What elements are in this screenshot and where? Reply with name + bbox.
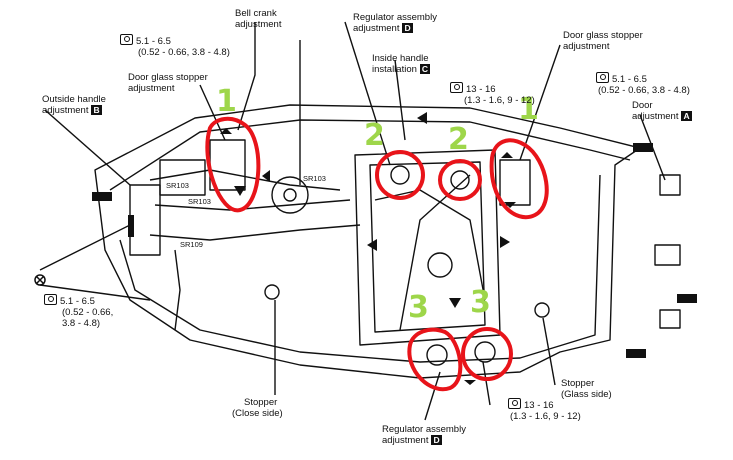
torque-wrench-icon [120, 34, 133, 45]
stopper-close-label: Stopper(Close side) [232, 397, 283, 419]
marker-2-right: 2 [448, 122, 469, 157]
callout-sr109: SR109 [180, 240, 203, 249]
marker-1-right: 1 [518, 92, 539, 127]
torque-top-right: 5.1 - 6.5 (0.52 - 0.66, 3.8 - 4.8) [596, 72, 690, 96]
marker-1-left: 1 [216, 84, 237, 119]
stopper-glass-label: Stopper(Glass side) [561, 378, 612, 400]
torque-wrench-icon [44, 294, 57, 305]
torque-wrench-icon [508, 398, 521, 409]
torque-wrench-icon [450, 82, 463, 93]
torque-center: 13 - 16 (1.3 - 1.6, 9 - 12) [450, 82, 535, 106]
callout-sr103-c: SR103 [166, 181, 189, 190]
marker-2-left: 2 [364, 118, 385, 153]
marker-3-right: 3 [470, 285, 491, 320]
callout-sr103-a: SR103 [303, 174, 326, 183]
callout-sr103-b: SR103 [188, 197, 211, 206]
torque-wrench-icon [596, 72, 609, 83]
torque-bottom: 13 - 16 (1.3 - 1.6, 9 - 12) [508, 398, 581, 422]
marker-3-left: 3 [408, 290, 429, 325]
torque-top-left: 5.1 - 6.5 (0.52 - 0.66, 3.8 - 4.8) [120, 34, 230, 58]
torque-left: 5.1 - 6.5 (0.52 - 0.66, 3.8 - 4.8) [44, 294, 113, 329]
